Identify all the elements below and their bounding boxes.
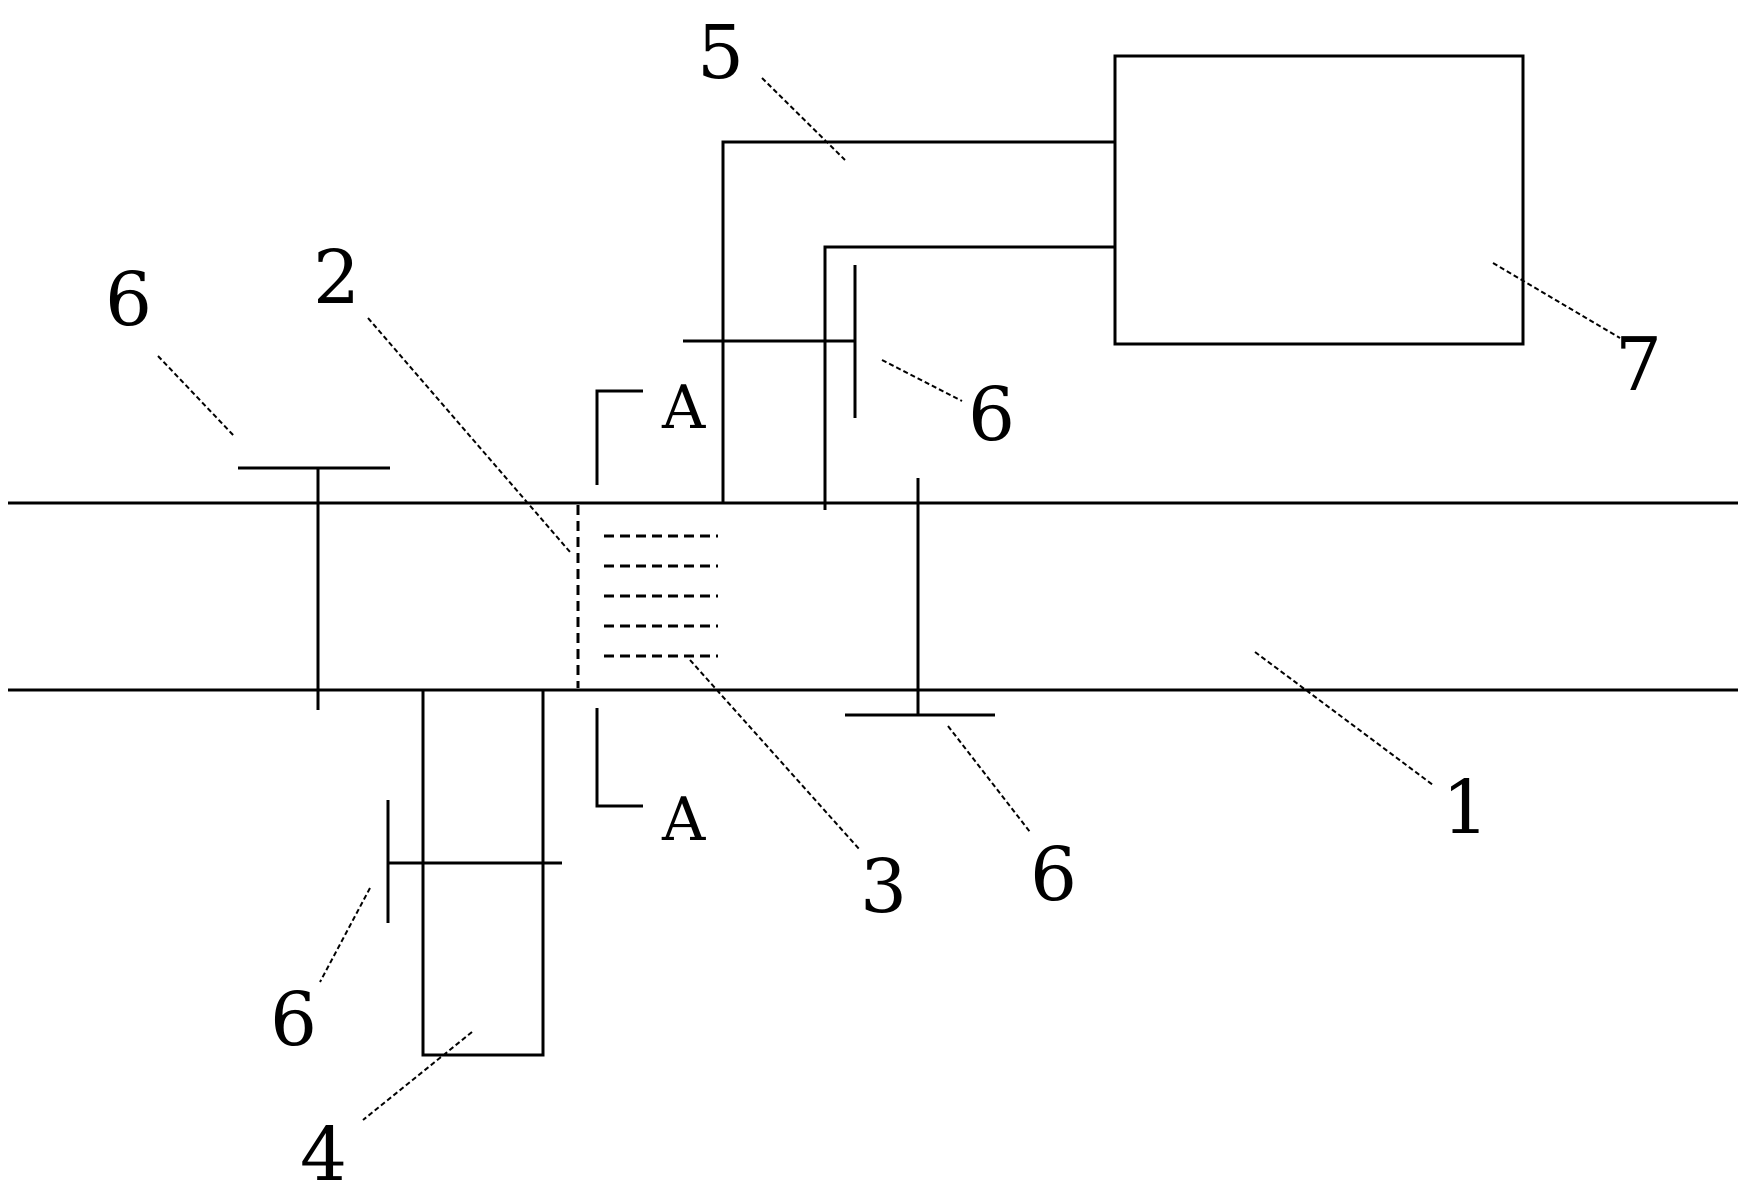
reference-numerals: 1 2 3 4 5 6 6 6 6 7	[105, 10, 1662, 1187]
baffle-array	[604, 534, 718, 658]
control-box	[1113, 54, 1525, 346]
leader-6-left	[157, 355, 236, 438]
section-mark-top: A	[595, 373, 706, 485]
leader-4	[362, 1031, 473, 1121]
label-6-right: 6	[1030, 832, 1077, 918]
leader-6-conduit	[881, 359, 963, 402]
label-2: 2	[313, 235, 360, 321]
label-5: 5	[697, 10, 744, 96]
section-label-top: A	[661, 373, 706, 443]
section-label-bottom: A	[661, 785, 706, 855]
leader-6-right	[947, 725, 1031, 833]
leader-2	[367, 317, 571, 553]
main-pipe	[8, 501, 1738, 692]
leader-3	[689, 659, 861, 851]
sump-outline	[421, 690, 545, 1057]
leader-7	[1492, 262, 1621, 339]
label-6-left: 6	[105, 257, 152, 343]
conduit-outer	[721, 140, 1115, 503]
section-mark-bottom: A	[595, 708, 706, 855]
leader-5	[761, 77, 846, 161]
label-3: 3	[860, 844, 907, 930]
label-4: 4	[300, 1112, 347, 1187]
leader-6-sump	[319, 887, 371, 983]
conduit-inner	[823, 245, 1115, 510]
valve-right	[845, 478, 995, 717]
conduit	[683, 140, 1115, 510]
label-1: 1	[1442, 765, 1489, 851]
sump	[386, 690, 562, 1057]
section-bracket-bottom	[595, 708, 643, 808]
section-bracket-top	[595, 389, 643, 485]
label-7: 7	[1615, 322, 1662, 408]
leader-1	[1254, 651, 1434, 786]
leader-lines	[157, 77, 1621, 1121]
label-6-sump: 6	[270, 977, 317, 1063]
label-6-conduit: 6	[968, 372, 1015, 458]
valve-left	[238, 466, 390, 710]
